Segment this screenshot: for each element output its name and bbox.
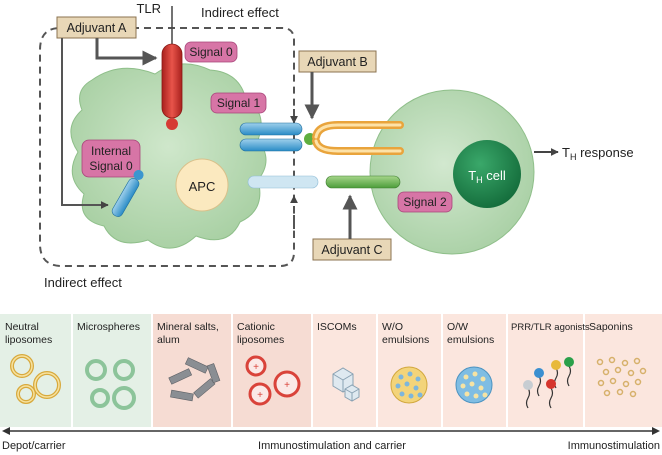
tlr-anchor (166, 118, 178, 130)
apc-label: APC (189, 179, 216, 194)
adjuvant-a-label: Adjuvant A (67, 21, 127, 35)
prr-tlr-agonist-heads (523, 357, 574, 390)
iscoms-illustration (332, 367, 360, 402)
signal-1-box (210, 92, 267, 114)
axis-label-depot-carrier: Depot/carrier (2, 440, 66, 452)
signal-2-box (397, 191, 453, 213)
th-cell-label: TH cell (468, 168, 506, 185)
category-label-iscoms: ISCOMs (317, 321, 357, 333)
tlr-label: TLR (136, 1, 161, 16)
adjuvant-c-label: Adjuvant C (321, 243, 382, 257)
category-label-microspheres: Microspheres (77, 321, 140, 333)
panel-bg-8 (584, 314, 662, 427)
panel-bg-2 (152, 314, 232, 427)
th-cell (369, 89, 535, 255)
adjuvant-a-to-internal-arrow (61, 38, 109, 209)
ow-emulsion-illustration (455, 366, 493, 404)
adjuvant-b-label: Adjuvant B (307, 55, 367, 69)
prr-tlr-agonists-illustration (525, 365, 572, 409)
adjuvant-c-box (312, 238, 392, 261)
microspheres-illustration (85, 359, 136, 410)
indirect-effect-bottom-label: Indirect effect (44, 275, 122, 290)
th-cell-nucleus (453, 140, 521, 208)
svg-text:+: + (257, 390, 263, 401)
mhc-molecule (239, 122, 303, 152)
wo-emulsion-illustration (390, 366, 428, 404)
internal-receptor (111, 169, 144, 217)
axis-label-immunostimulation-and-carrier: Immunostimulation and carrier (258, 440, 406, 452)
costim-receptor (325, 175, 401, 189)
signal-1-label: Signal 1 (217, 96, 261, 110)
costim-ligand (247, 175, 319, 189)
indirect-effect-top-label: Indirect effect (201, 5, 279, 20)
adjuvant-b-box (298, 50, 377, 73)
saponins-illustration (596, 356, 647, 398)
signal-0-label: Signal 0 (189, 45, 233, 59)
internal-signal-0-box (81, 139, 141, 178)
tlr-receptor (161, 43, 183, 119)
category-label-prr-tlr-agonists: PRR/TLR agonists (511, 322, 590, 333)
category-label-saponins: Saponins (589, 321, 633, 333)
spectrum-axis (2, 427, 660, 435)
signal-2-label: Signal 2 (403, 195, 447, 209)
signal-0-box (184, 41, 238, 63)
svg-text:+: + (284, 380, 290, 391)
indirect-effect-boundary (39, 27, 295, 267)
category-label-mineral-salts: Mineral salts,alum (157, 321, 219, 346)
mineral-salts-illustration (168, 357, 221, 402)
panel-bg-3 (232, 314, 312, 427)
cationic-liposomes-illustration: + + + (245, 355, 301, 406)
neutral-liposomes-illustration (10, 354, 61, 404)
apc-nucleus (175, 158, 229, 212)
tcr-molecule (312, 121, 404, 155)
adjuvant-a-to-tlr-arrow (95, 38, 158, 66)
svg-text:+: + (253, 362, 259, 373)
axis-label-immunostimulation: Immunostimulation (568, 440, 660, 452)
panel-bg-7 (507, 314, 584, 427)
th-response-label: TH response (562, 145, 634, 162)
